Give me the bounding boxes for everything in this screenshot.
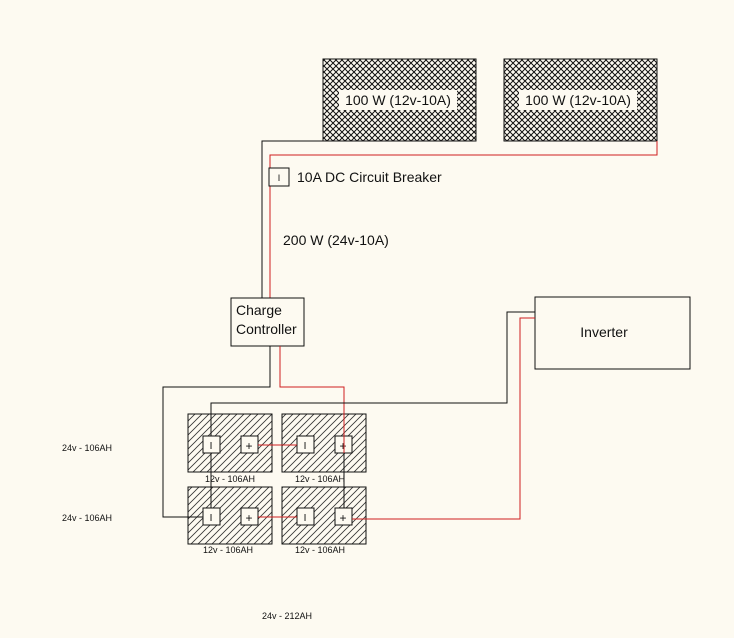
inverter-negative-wire xyxy=(210,311,535,436)
solar-panel-1: 100 W (12v-10A) xyxy=(322,58,477,142)
battery-2-negative-glyph: I xyxy=(304,441,307,452)
inverter-label: Inverter xyxy=(580,324,628,340)
charge-controller-line1: Charge xyxy=(236,302,282,318)
bank-row-2-label: 24v - 106AH xyxy=(62,513,112,523)
battery-4: I + 12v - 106AH xyxy=(281,486,367,555)
controller-positive-wire xyxy=(279,346,345,508)
battery-1-positive-glyph: + xyxy=(245,439,252,453)
breaker-symbol-glyph: I xyxy=(278,173,281,183)
battery-3: I + 12v - 106AH xyxy=(187,486,273,555)
charge-controller-line2: Controller xyxy=(236,321,297,337)
inverter: Inverter xyxy=(534,296,691,370)
solar-panel-1-label: 100 W (12v-10A) xyxy=(345,92,451,108)
battery-wires xyxy=(162,311,535,520)
battery-4-label: 12v - 106AH xyxy=(295,545,345,555)
panel-wires xyxy=(261,140,658,298)
battery-1-label: 12v - 106AH xyxy=(205,474,255,484)
battery-2: I + 12v - 106AH xyxy=(281,413,367,484)
battery-1-negative-glyph: I xyxy=(210,441,213,452)
breaker-symbol xyxy=(268,167,290,187)
array-output-label: 200 W (24v-10A) xyxy=(283,232,389,248)
battery-3-label: 12v - 106AH xyxy=(203,545,253,555)
controller-negative-wire xyxy=(162,346,271,518)
battery-1: I + 12v - 106AH xyxy=(187,413,273,484)
charge-controller: Charge Controller xyxy=(230,297,305,347)
battery-4-negative-glyph: I xyxy=(304,513,307,524)
battery-3-positive-glyph: + xyxy=(245,511,252,525)
battery-2-positive-glyph: + xyxy=(339,439,346,453)
circuit-breaker: I 10A DC Circuit Breaker xyxy=(268,167,442,187)
battery-2-label: 12v - 106AH xyxy=(295,474,345,484)
panel-negative-wire xyxy=(261,140,323,298)
solar-panel-2: 100 W (12v-10A) xyxy=(503,58,658,142)
breaker-label: 10A DC Circuit Breaker xyxy=(297,169,442,185)
bank-row-1-label: 24v - 106AH xyxy=(62,443,112,453)
inverter-positive-wire xyxy=(352,317,535,520)
solar-panel-2-label: 100 W (12v-10A) xyxy=(525,92,631,108)
battery-4-positive-glyph: + xyxy=(339,511,346,525)
battery-3-negative-glyph: I xyxy=(210,513,213,524)
bank-total-label: 24v - 212AH xyxy=(262,611,312,621)
panel-positive-wire xyxy=(269,141,658,298)
